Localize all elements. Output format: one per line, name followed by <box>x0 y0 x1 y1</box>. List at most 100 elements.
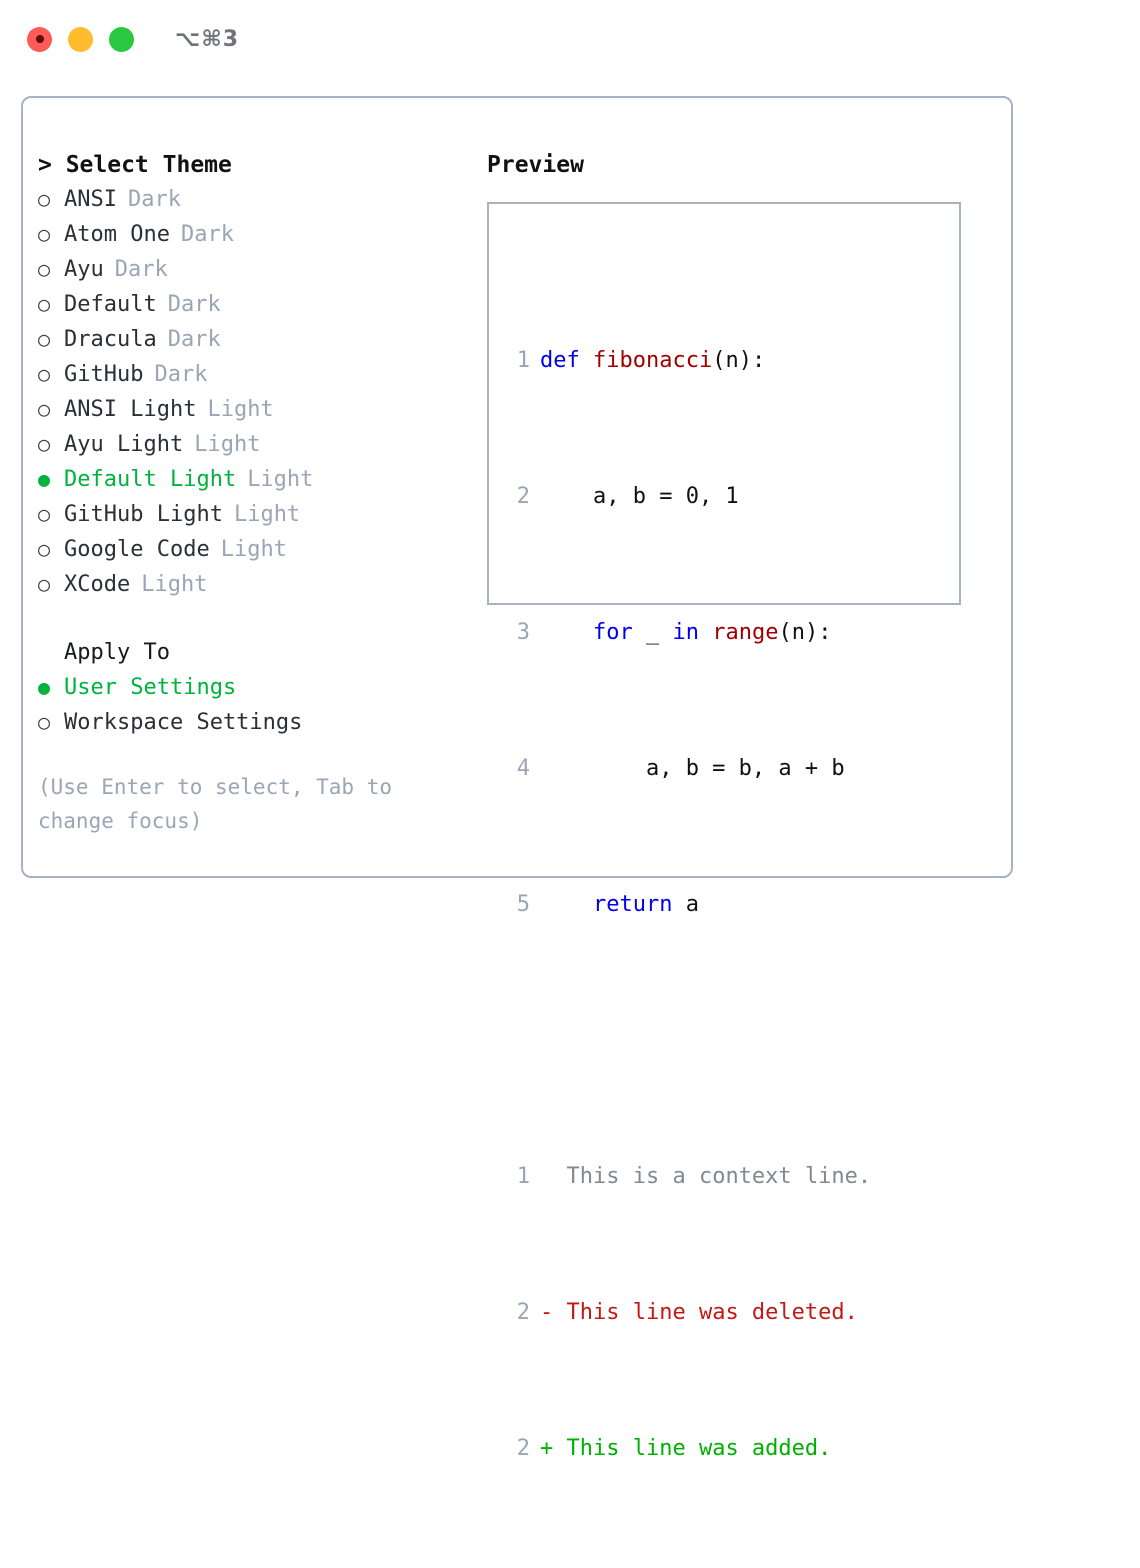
theme-option-default-light[interactable]: ● Default Light Light <box>38 462 498 497</box>
code-token: return <box>592 892 673 917</box>
theme-option-label: Ayu Light <box>64 432 184 457</box>
diff-marker: - <box>540 1300 567 1325</box>
theme-option-kind: Dark <box>154 362 208 387</box>
theme-option-github-dark[interactable]: ○ GitHub Dark <box>38 357 498 392</box>
window-titlebar: ⌥⌘3 <box>0 0 1140 78</box>
list-spacer <box>38 602 498 636</box>
radio-unselected-icon: ○ <box>38 537 51 561</box>
theme-option-label: Dracula <box>64 327 157 352</box>
close-button[interactable] <box>27 26 52 52</box>
recording-dot-icon <box>35 35 44 43</box>
radio-unselected-icon: ○ <box>38 222 51 246</box>
radio-selected-icon: ● <box>38 467 51 491</box>
theme-option-google-code[interactable]: ○ Google Code Light <box>38 532 498 567</box>
line-number: 2 <box>516 1300 530 1325</box>
radio-unselected-icon: ○ <box>38 292 51 316</box>
radio-unselected-icon: ○ <box>38 397 51 421</box>
code-token <box>540 888 593 922</box>
theme-option-dracula-dark[interactable]: ○ Dracula Dark <box>38 322 498 357</box>
code-token: in <box>672 620 699 645</box>
radio-unselected-icon: ○ <box>38 572 51 596</box>
code-token: for <box>592 620 633 645</box>
theme-option-label: XCode <box>64 572 131 597</box>
line-number: 1 <box>516 1164 530 1189</box>
apply-to-option-label: Workspace Settings <box>64 710 303 735</box>
code-token: a, b = b, a + b <box>540 756 845 781</box>
theme-option-ansi-light[interactable]: ○ ANSI Light Light <box>38 392 498 427</box>
diff-text: This line was added. <box>566 1436 832 1461</box>
theme-list-column: > Select Theme ○ ANSI Dark ○ Atom One Da… <box>38 148 498 838</box>
theme-option-label: ANSI Light <box>64 397 197 422</box>
diff-line-added: 2 + This line was added. <box>506 1432 871 1466</box>
theme-option-label: Default <box>64 292 157 317</box>
radio-unselected-icon: ○ <box>38 257 51 281</box>
theme-option-kind: Dark <box>114 257 168 282</box>
code-blank-line <box>506 1024 871 1058</box>
theme-option-ayu-light[interactable]: ○ Ayu Light Light <box>38 427 498 462</box>
theme-selector-panel: > Select Theme ○ ANSI Dark ○ Atom One Da… <box>21 96 1013 1461</box>
radio-unselected-icon: ○ <box>38 187 51 211</box>
code-token: a <box>672 892 699 917</box>
code-line: 2 a, b = 0, 1 <box>506 480 871 514</box>
theme-option-ayu-dark[interactable]: ○ Ayu Dark <box>38 252 498 287</box>
preview-column: Preview 1 def fibonacci (n): 2 a, b = 0,… <box>487 148 987 1461</box>
code-token: range <box>712 620 779 645</box>
minimize-button[interactable] <box>68 26 93 52</box>
apply-to-option-workspace-settings[interactable]: ○ Workspace Settings <box>38 705 498 740</box>
theme-option-kind: Light <box>233 502 301 527</box>
code-preview: 1 def fibonacci (n): 2 a, b = 0, 1 3 for <box>506 242 871 1568</box>
theme-option-xcode[interactable]: ○ XCode Light <box>38 567 498 602</box>
code-token: fibonacci <box>592 348 713 373</box>
code-token: _ <box>632 620 673 645</box>
theme-option-kind: Dark <box>127 187 181 212</box>
diff-line-deleted: 2 - This line was deleted. <box>506 1296 871 1330</box>
preview-header: Preview <box>487 152 584 178</box>
apply-to-header: Apply To <box>64 640 170 665</box>
theme-option-kind: Dark <box>167 327 221 352</box>
diff-marker <box>540 1160 567 1194</box>
line-number: 5 <box>516 892 530 917</box>
maximize-button[interactable] <box>109 26 134 52</box>
code-token: def <box>540 348 593 373</box>
radio-selected-icon: ● <box>38 675 51 699</box>
theme-option-label: Default Light <box>64 467 237 492</box>
theme-option-kind: Light <box>207 397 274 422</box>
theme-option-kind: Light <box>220 537 287 562</box>
radio-unselected-icon: ○ <box>38 432 51 456</box>
diff-line-context: 1 This is a context line. <box>506 1160 871 1194</box>
code-token: (n): <box>778 620 832 645</box>
theme-option-ansi-dark[interactable]: ○ ANSI Dark <box>38 182 498 217</box>
line-number: 1 <box>516 348 530 373</box>
diff-text: This is a context line. <box>566 1164 872 1189</box>
theme-option-kind: Light <box>194 432 261 457</box>
code-token <box>699 616 712 650</box>
preview-box: 1 def fibonacci (n): 2 a, b = 0, 1 3 for <box>487 202 961 1461</box>
line-number: 4 <box>516 756 530 781</box>
code-line: 3 for _ in range (n): <box>506 616 871 650</box>
radio-unselected-icon: ○ <box>38 362 51 386</box>
theme-option-label: Ayu <box>64 257 104 282</box>
keyboard-hint-text: (Use Enter to select, Tab to change focu… <box>38 775 393 833</box>
theme-option-kind: Dark <box>180 222 234 247</box>
theme-option-label: ANSI <box>64 187 117 212</box>
theme-option-kind: Light <box>247 467 314 492</box>
theme-option-github-light[interactable]: ○ GitHub Light Light <box>38 497 498 532</box>
line-number: 2 <box>516 1436 530 1461</box>
diff-marker: + <box>540 1436 567 1461</box>
radio-unselected-icon: ○ <box>38 710 51 734</box>
apply-to-option-user-settings[interactable]: ● User Settings <box>38 670 498 705</box>
select-theme-header: > Select Theme <box>38 152 232 178</box>
theme-option-label: Google Code <box>64 537 210 562</box>
line-number: 3 <box>516 620 530 645</box>
theme-option-atom-one-dark[interactable]: ○ Atom One Dark <box>38 217 498 252</box>
radio-unselected-icon: ○ <box>38 327 51 351</box>
line-number: 2 <box>516 484 530 509</box>
shortcut-label: ⌥⌘3 <box>175 26 240 52</box>
window-controls <box>27 26 134 52</box>
theme-option-label: GitHub Light <box>64 502 223 527</box>
theme-option-default-dark[interactable]: ○ Default Dark <box>38 287 498 322</box>
code-token: (n): <box>712 348 766 373</box>
theme-option-label: Atom One <box>64 222 170 247</box>
code-token <box>540 616 593 650</box>
theme-option-label: GitHub <box>64 362 144 387</box>
